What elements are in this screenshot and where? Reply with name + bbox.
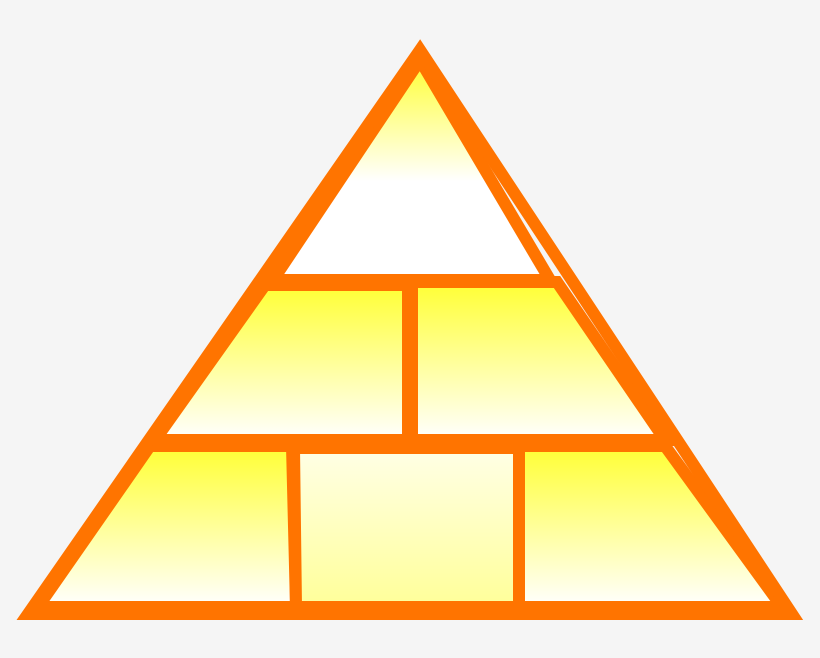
pyramid-block-top — [261, 48, 561, 286]
pyramid-outline — [16, 39, 804, 620]
pyramid-block-bottom-right — [513, 440, 794, 613]
pyramid-block-bottom-left — [26, 440, 303, 613]
pyramid-block-middle-left — [143, 279, 414, 446]
pyramid-block-bottom-center — [287, 442, 525, 613]
